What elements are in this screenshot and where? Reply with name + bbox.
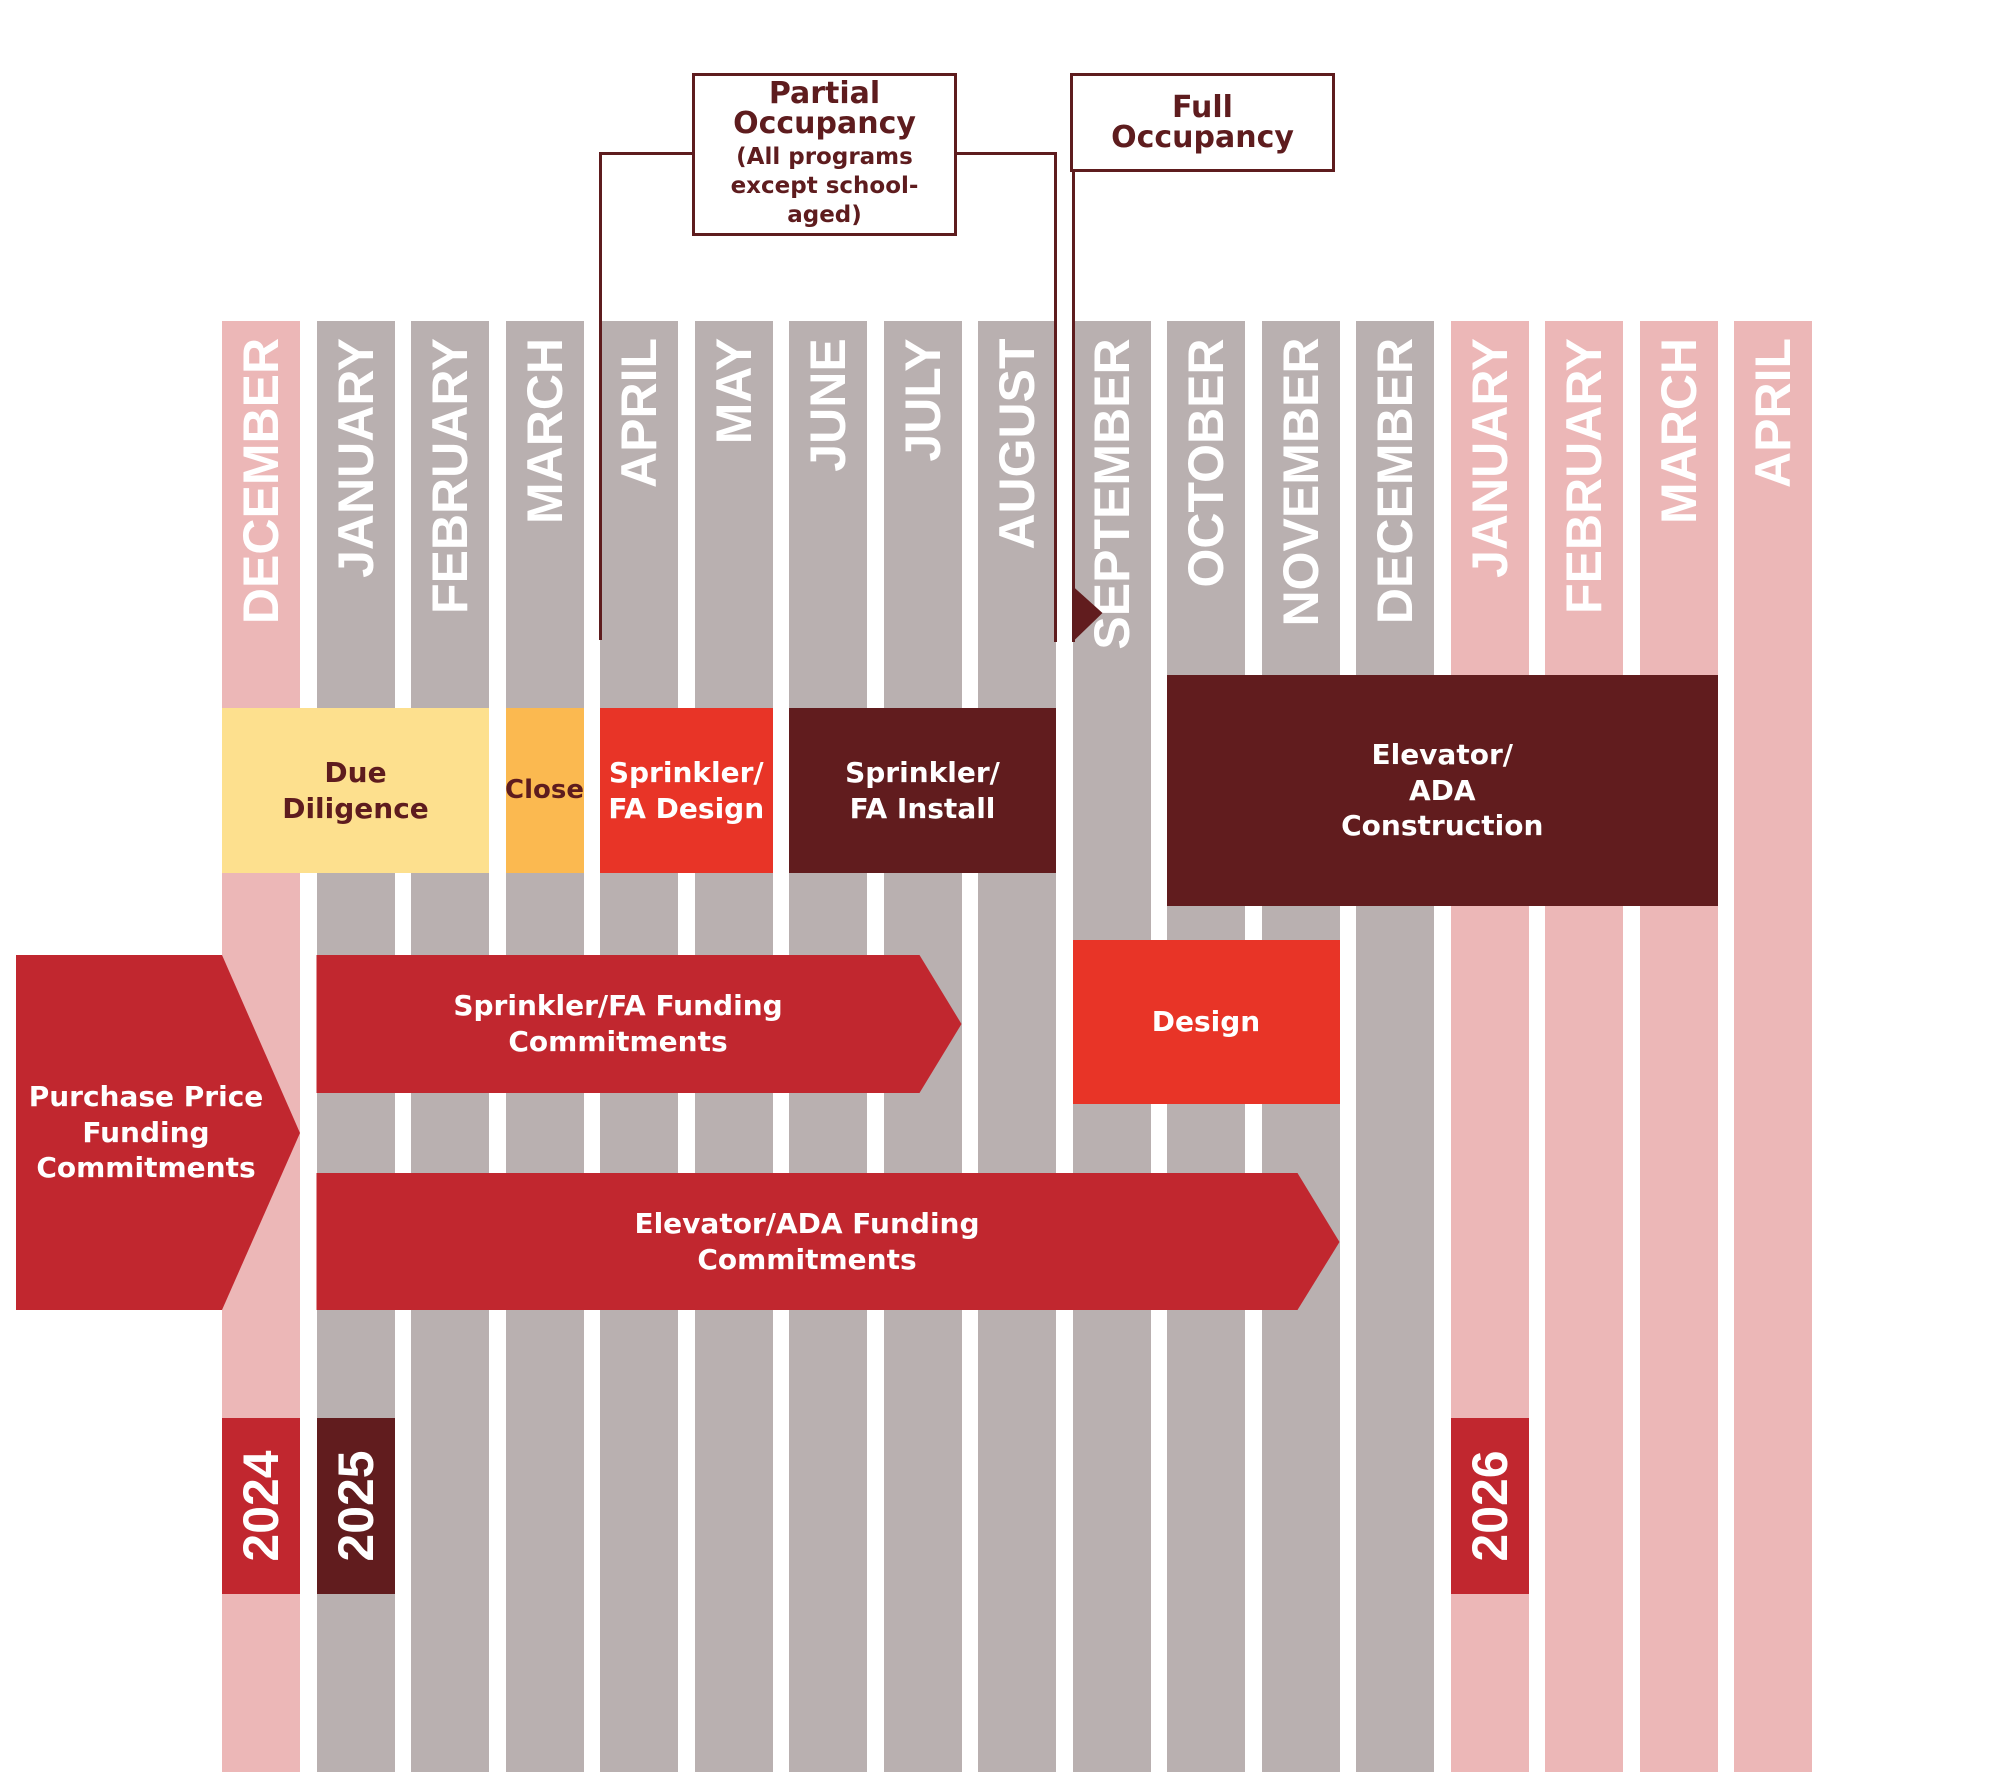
month-label: FEBRUARY [1556,338,1612,614]
month-label: DECEMBER [233,337,289,625]
month-label: MAY [705,338,762,445]
month-label: NOVEMBER [1272,337,1329,627]
month-label: DECEMBER [1367,337,1423,625]
month-column [1734,321,1812,1772]
phase-label: Sprinkler/FA Install [845,755,1000,825]
phase-box: Sprinkler/FA Design [600,708,773,873]
month-column [1545,321,1623,1772]
phase-box: Design [1072,940,1340,1104]
month-column [1356,321,1434,1772]
year-label: 2026 [1461,1450,1518,1562]
month-label: JANUARY [1461,338,1518,578]
phase-label: Design [1151,1005,1261,1039]
year-badge [316,1418,395,1594]
month-label: SEPTEMBER [1083,337,1140,650]
phase-label: Sprinkler/FA Design [608,755,765,825]
month-label: JULY [894,338,951,462]
month-label: MARCH [1650,338,1707,525]
month-label: JANUARY [327,338,384,578]
year-label: 2024 [233,1450,289,1562]
partial-bracket-top-left [599,152,695,155]
year-badge [222,1418,300,1594]
partial-bracket-right [1054,152,1057,642]
partial-bracket-top-right [955,152,1056,155]
month-label: JUNE [800,338,856,472]
year-badge [1450,1418,1529,1594]
month-label: APRIL [1745,338,1801,488]
month-label: OCTOBER [1178,337,1234,588]
month-label: FEBRUARY [422,338,478,614]
month-label: AUGUST [989,337,1045,550]
month-column [1639,321,1718,1772]
partial-bracket-left [599,152,602,640]
month-label: MARCH [516,338,573,525]
month-column [978,321,1056,1772]
year-label: 2025 [327,1450,384,1562]
full-occupancy-line [1071,120,1075,642]
phase-box: Sprinkler/FA Install [789,708,1056,873]
phase-box: Close [505,708,584,873]
phase-label: Close [505,774,584,805]
month-label: APRIL [611,338,667,488]
